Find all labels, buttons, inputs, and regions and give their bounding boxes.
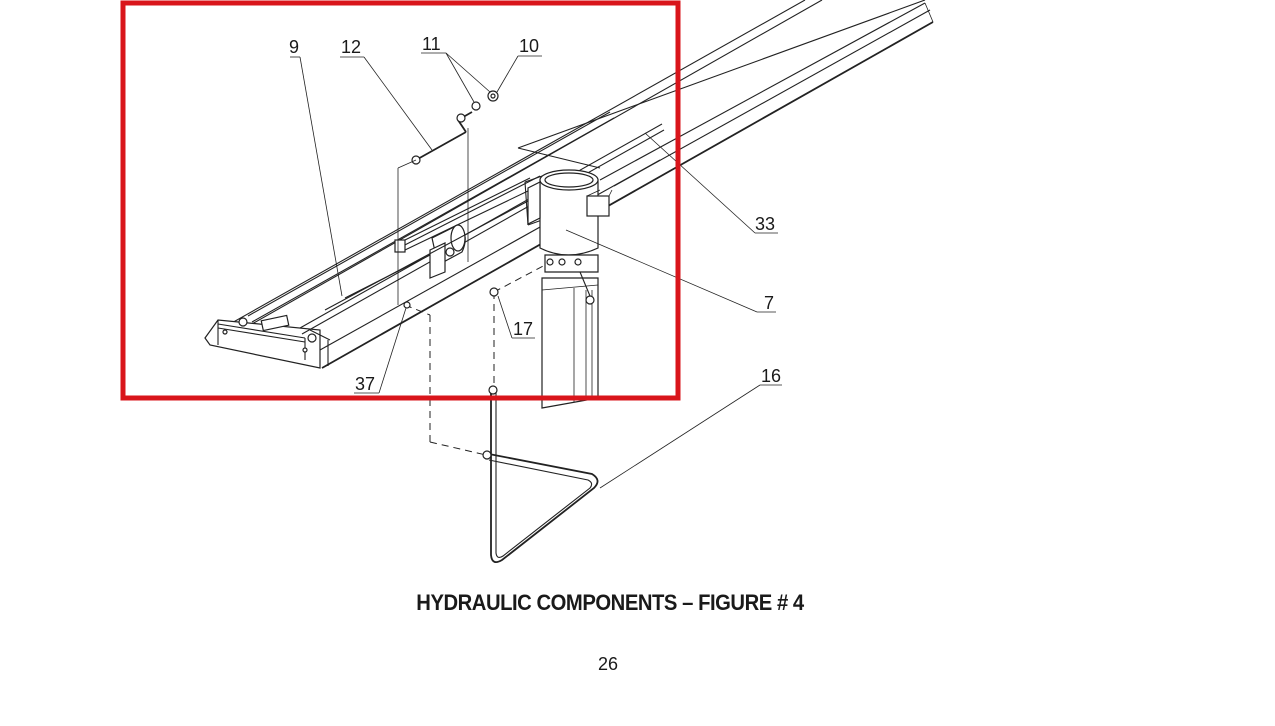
- callout-37: 37: [355, 374, 375, 394]
- hydraulic-power-unit: [527, 169, 613, 409]
- callout-17: 17: [513, 319, 533, 339]
- runway-end-frame: [204, 111, 665, 369]
- callout-12: 12: [341, 37, 361, 57]
- callout-7: 7: [764, 293, 774, 313]
- fitting-37: [403, 301, 411, 309]
- runway-beam: [204, 0, 934, 369]
- fitting-17: [489, 287, 499, 297]
- callout-16: 16: [761, 366, 781, 386]
- leader-lines: [290, 52, 782, 489]
- highlight-box: [120, 0, 681, 401]
- hose-16: [482, 385, 599, 564]
- hydraulic-line-12: [397, 111, 473, 305]
- fittings-10-11: [471, 90, 499, 111]
- dashed-hose-routing: [404, 264, 546, 456]
- hydraulic-cylinder: [324, 174, 546, 311]
- callout-33: 33: [755, 214, 775, 234]
- figure-caption: HYDRAULIC COMPONENTS – FIGURE # 4: [416, 590, 804, 615]
- callout-10: 10: [519, 36, 539, 56]
- page-number: 26: [597, 654, 619, 674]
- callout-9: 9: [289, 37, 299, 57]
- callout-11: 11: [422, 34, 441, 54]
